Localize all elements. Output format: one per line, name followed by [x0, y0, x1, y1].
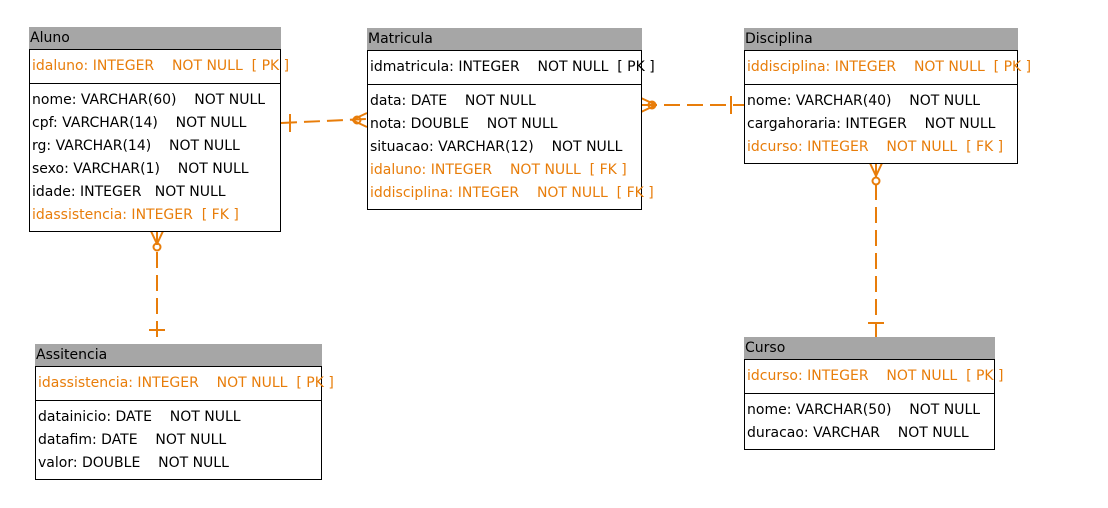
attr-datainicio: datainicio: DATE NOT NULL [38, 409, 241, 425]
entity-aluno-body: idaluno: INTEGER NOT NULL [ PK ] nome: V… [29, 49, 290, 232]
entity-disciplina-pk-section: iddisciplina: INTEGER NOT NULL [ PK ] [745, 51, 1032, 85]
entity-curso-pk-section: idcurso: INTEGER NOT NULL [ PK ] [745, 360, 1004, 394]
attr-nome: nome: VARCHAR(40) NOT NULL [747, 93, 981, 109]
entity-aluno[interactable]: Aluno idaluno: INTEGER NOT NULL [ PK ] n… [29, 27, 290, 232]
entity-disciplina[interactable]: Disciplina iddisciplina: INTEGER NOT NUL… [744, 28, 1032, 164]
entity-disciplina-attrs: nome: VARCHAR(40) NOT NULL cargahoraria:… [745, 85, 1017, 163]
attr-idassistencia-fk: idassistencia: INTEGER [ FK ] [32, 207, 239, 223]
entity-matricula-body: idmatricula: INTEGER NOT NULL [ PK ] dat… [367, 50, 655, 210]
entity-assitencia-body: idassistencia: INTEGER NOT NULL [ PK ] d… [35, 366, 334, 480]
rel-matricula-zero-mark-2 [647, 100, 657, 110]
entity-matricula-attrs: data: DATE NOT NULL nota: DOUBLE NOT NUL… [368, 85, 654, 209]
entity-curso-title: Curso [744, 337, 995, 359]
entity-disciplina-title: Disciplina [744, 28, 1018, 50]
entity-matricula[interactable]: Matricula idmatricula: INTEGER NOT NULL … [367, 28, 655, 210]
attr-sexo: sexo: VARCHAR(1) NOT NULL [32, 161, 249, 177]
attr-iddisciplina-fk: iddisciplina: INTEGER NOT NULL [ FK ] [370, 185, 654, 201]
attr-datafim: datafim: DATE NOT NULL [38, 432, 227, 448]
attr-idcurso: idcurso: INTEGER NOT NULL [ PK ] [747, 368, 1004, 384]
rel-aluno-zero-mark [152, 242, 162, 252]
rel-matricula-many-mark-a [351, 112, 368, 121]
entity-matricula-title: Matricula [367, 28, 642, 50]
attr-nota: nota: DOUBLE NOT NULL [370, 116, 558, 132]
attr-valor: valor: DOUBLE NOT NULL [38, 455, 229, 471]
attr-iddisciplina: iddisciplina: INTEGER NOT NULL [ PK ] [747, 59, 1032, 75]
attr-idade: idade: INTEGER NOT NULL [32, 184, 226, 200]
attr-idcurso-fk: idcurso: INTEGER NOT NULL [ FK ] [747, 139, 1004, 155]
attr-cpf: cpf: VARCHAR(14) NOT NULL [32, 115, 247, 131]
attr-idassistencia: idassistencia: INTEGER NOT NULL [ PK ] [38, 375, 334, 391]
entity-curso-body: idcurso: INTEGER NOT NULL [ PK ] nome: V… [744, 359, 1004, 450]
rel-matricula-many-mark-c [640, 97, 657, 106]
attr-duracao: duracao: VARCHAR NOT NULL [747, 425, 969, 441]
entity-aluno-pk-section: idaluno: INTEGER NOT NULL [ PK ] [30, 50, 290, 84]
attr-cargahoraria: cargahoraria: INTEGER NOT NULL [747, 116, 996, 132]
attr-data: data: DATE NOT NULL [370, 93, 536, 109]
attr-rg: rg: VARCHAR(14) NOT NULL [32, 138, 240, 154]
attr-nome: nome: VARCHAR(60) NOT NULL [32, 92, 266, 108]
attr-idmatricula: idmatricula: INTEGER NOT NULL [ PK ] [370, 59, 655, 75]
attr-idaluno: idaluno: INTEGER NOT NULL [ PK ] [32, 58, 290, 74]
entity-aluno-title: Aluno [29, 27, 281, 49]
entity-assitencia-title: Assitencia [35, 344, 322, 366]
attr-nome: nome: VARCHAR(50) NOT NULL [747, 402, 981, 418]
attr-situacao: situacao: VARCHAR(12) NOT NULL [370, 139, 623, 155]
entity-curso[interactable]: Curso idcurso: INTEGER NOT NULL [ PK ] n… [744, 337, 1004, 450]
entity-curso-attrs: nome: VARCHAR(50) NOT NULL duracao: VARC… [745, 394, 994, 449]
entity-assitencia[interactable]: Assitencia idassistencia: INTEGER NOT NU… [35, 344, 334, 480]
entity-matricula-pk-section: idmatricula: INTEGER NOT NULL [ PK ] [368, 51, 655, 85]
rel-matricula-many-mark-b [351, 119, 368, 128]
attr-idaluno-fk: idaluno: INTEGER NOT NULL [ FK ] [370, 162, 627, 178]
entity-disciplina-body: iddisciplina: INTEGER NOT NULL [ PK ] no… [744, 50, 1032, 164]
entity-aluno-attrs: nome: VARCHAR(60) NOT NULL cpf: VARCHAR(… [30, 84, 280, 231]
entity-assitencia-pk-section: idassistencia: INTEGER NOT NULL [ PK ] [36, 367, 334, 401]
entity-assitencia-attrs: datainicio: DATE NOT NULL datafim: DATE … [36, 401, 321, 479]
rel-disciplina-zero-mark [871, 176, 881, 186]
rel-matricula-many-mark-d [640, 104, 657, 113]
